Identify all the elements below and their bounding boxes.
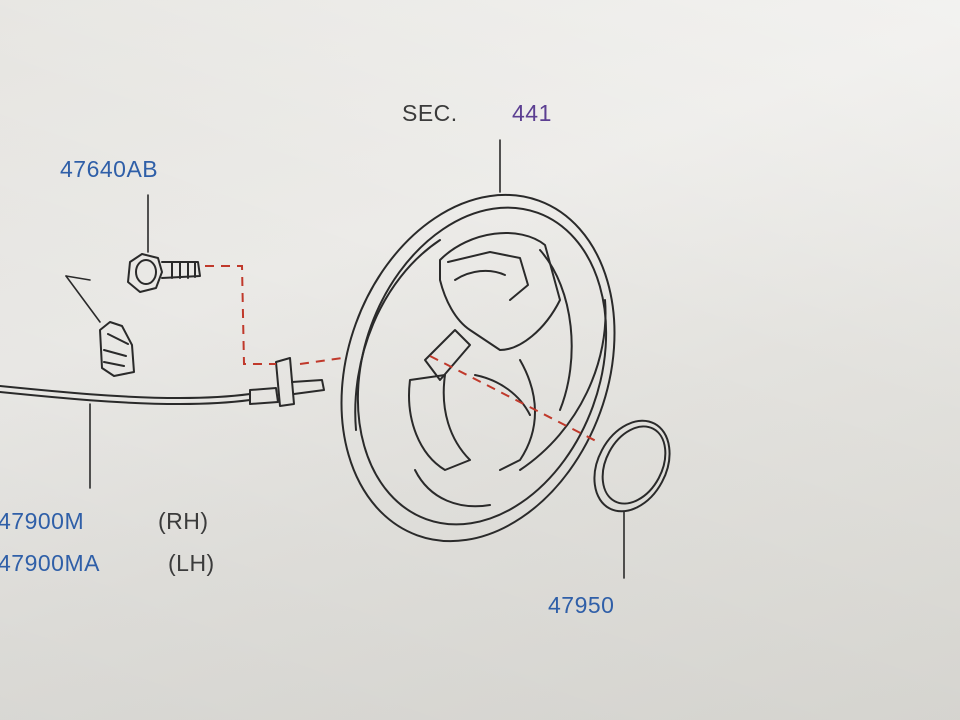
sensor-lh-side-label: (LH) bbox=[168, 550, 215, 576]
section-number-link[interactable]: 441 bbox=[512, 100, 552, 126]
sensor-drawing bbox=[0, 357, 325, 407]
sensor-rh-side-label: (RH) bbox=[158, 508, 209, 534]
clip-drawing bbox=[99, 321, 135, 377]
bolt-drawing bbox=[127, 253, 201, 293]
seal-ring-drawing bbox=[593, 419, 671, 513]
leader-lines bbox=[65, 139, 625, 579]
alignment-guides bbox=[205, 265, 599, 443]
sensor-lh-part-number-link[interactable]: 47900MA bbox=[0, 550, 100, 576]
bolt-part-number-link[interactable]: 47640AB bbox=[60, 156, 159, 182]
backing-plate-drawing bbox=[340, 193, 616, 543]
seal-ring-part-number-link[interactable]: 47950 bbox=[548, 592, 615, 618]
sensor-rh-part-number-link[interactable]: 47900M bbox=[0, 508, 85, 534]
section-prefix-label: SEC. bbox=[402, 100, 458, 126]
